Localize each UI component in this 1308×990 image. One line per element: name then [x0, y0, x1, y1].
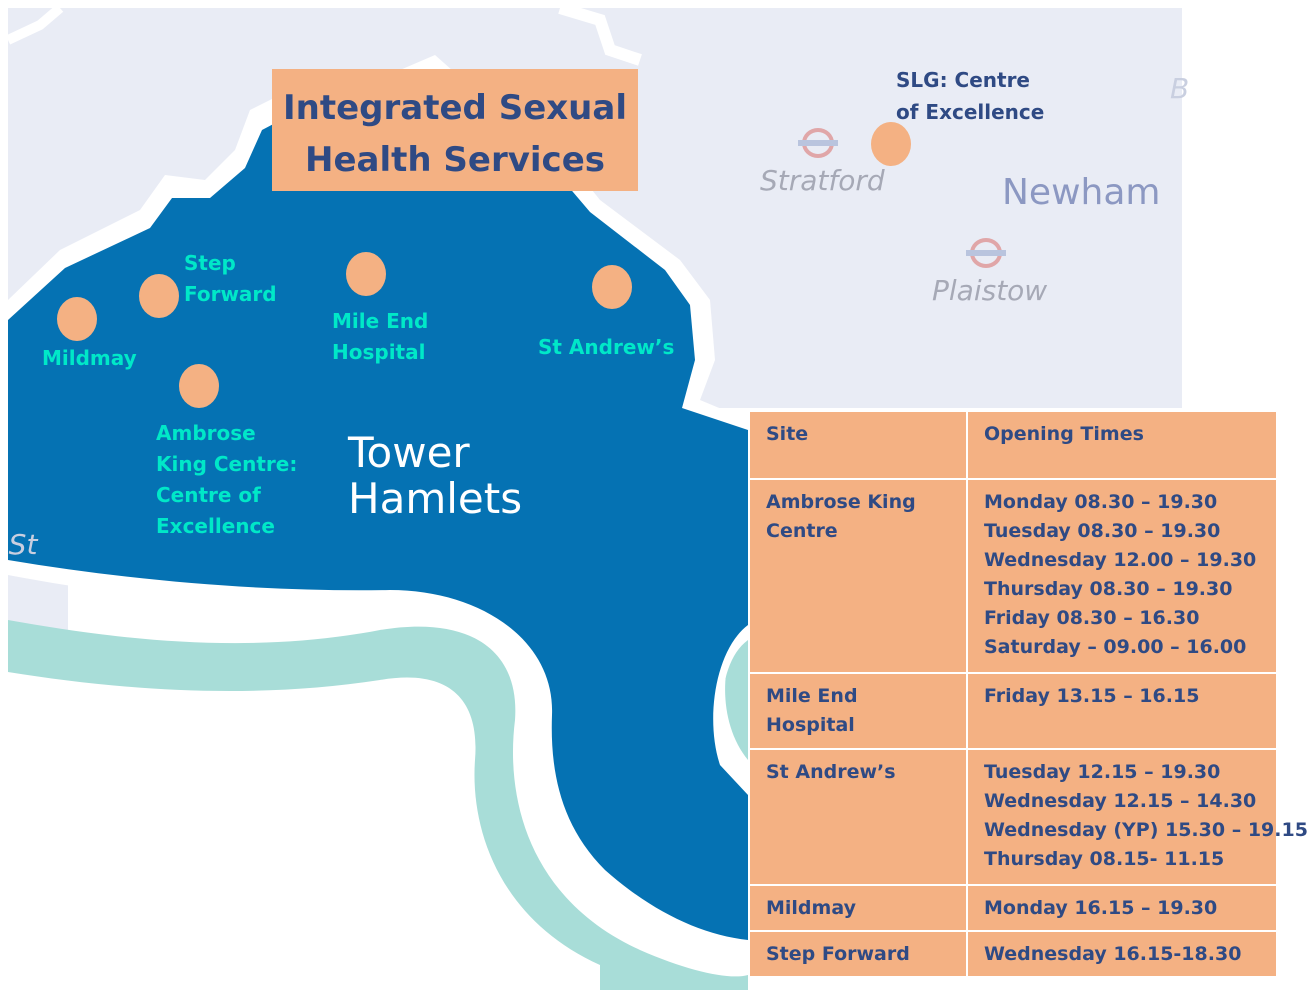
river-thames-inner: [8, 672, 600, 990]
times-cell: Wednesday 16.15-18.30: [966, 930, 1278, 978]
header-opening-times: Opening Times: [966, 410, 1278, 480]
time-line: Tuesday 08.30 – 19.30: [984, 520, 1221, 542]
site-cell: Ambrose King Centre: [748, 478, 968, 674]
left-edge-street-label: l St: [0, 528, 38, 561]
times-cell: Monday 08.30 – 19.30 Tuesday 08.30 – 19.…: [966, 478, 1278, 674]
times-cell: Monday 16.15 – 19.30: [966, 884, 1278, 932]
tower-hamlets-line-1: Tower: [348, 428, 470, 477]
tower-hamlets-area: [8, 72, 748, 940]
label-ambrose-king: Ambrose King Centre: Centre of Excellenc…: [156, 418, 297, 542]
time-line: Wednesday 12.15 – 14.30: [984, 790, 1257, 812]
times-cell: Friday 13.15 – 16.15: [966, 672, 1278, 750]
title-line-2: Health Services: [305, 140, 605, 180]
marker-mile-end[interactable]: [346, 252, 386, 296]
site-cell: Step Forward: [748, 930, 968, 978]
step-forward-line-2: Forward: [184, 282, 277, 306]
tower-hamlets-label: Tower Hamlets: [348, 430, 522, 522]
slg-line-1: SLG: Centre: [896, 68, 1030, 92]
time-line: Saturday – 09.00 – 16.00: [984, 636, 1247, 658]
plaistow-station-label: Plaistow: [932, 274, 1048, 307]
site-line: St Andrew’s: [766, 761, 896, 783]
time-line: Wednesday (YP) 15.30 – 19.15: [984, 819, 1308, 841]
table-row: St Andrew’s Tuesday 12.15 – 19.30 Wednes…: [748, 748, 1308, 886]
label-slg: SLG: Centre of Excellence: [896, 64, 1044, 128]
site-line: Mile End: [766, 685, 858, 707]
time-line: Monday 08.30 – 19.30: [984, 491, 1218, 513]
ambrose-king-line-4: Excellence: [156, 514, 275, 538]
site-line: Hospital: [766, 714, 855, 736]
table-row: Step Forward Wednesday 16.15-18.30: [748, 930, 1278, 978]
step-forward-line-1: Step: [184, 251, 236, 275]
time-line: Thursday 08.30 – 19.30: [984, 578, 1233, 600]
table-row: Ambrose King Centre Monday 08.30 – 19.30…: [748, 478, 1278, 674]
label-step-forward: Step Forward: [184, 248, 277, 310]
header-site: Site: [748, 410, 968, 480]
table-header-row: Site Opening Times: [748, 410, 1278, 480]
stratford-station-label: Stratford: [760, 164, 885, 197]
time-line: Thursday 08.15- 11.15: [984, 848, 1225, 870]
time-line: Friday 13.15 – 16.15: [984, 685, 1200, 707]
marker-slg[interactable]: [871, 122, 911, 166]
site-line: Step Forward: [766, 943, 910, 965]
marker-step-forward[interactable]: [139, 274, 179, 318]
tower-hamlets-line-2: Hamlets: [348, 474, 523, 523]
site-line: Ambrose King: [766, 491, 916, 513]
slg-line-2: of Excellence: [896, 100, 1045, 124]
times-cell: Tuesday 12.15 – 19.30 Wednesday 12.15 – …: [966, 748, 1308, 886]
mile-end-line-1: Mile End: [332, 309, 429, 333]
marker-st-andrews[interactable]: [592, 265, 632, 309]
opening-times-table: Site Opening Times Ambrose King Centre M…: [748, 410, 1308, 978]
title-line-1: Integrated Sexual: [283, 88, 627, 128]
table-row: Mildmay Monday 16.15 – 19.30: [748, 884, 1278, 932]
time-line: Wednesday 12.00 – 19.30: [984, 549, 1257, 571]
map-title: Integrated Sexual Health Services: [272, 69, 638, 191]
label-mile-end: Mile End Hospital: [332, 306, 428, 368]
site-line: Mildmay: [766, 897, 856, 919]
time-line: Wednesday 16.15-18.30: [984, 943, 1242, 965]
mile-end-line-2: Hospital: [332, 340, 426, 364]
site-cell: Mile End Hospital: [748, 672, 968, 750]
map-road: [5, 4, 64, 45]
marker-ambrose-king[interactable]: [179, 364, 219, 408]
site-cell: Mildmay: [748, 884, 968, 932]
site-line: Centre: [766, 520, 838, 542]
site-cell: St Andrew’s: [748, 748, 968, 886]
table-row: Mile End Hospital Friday 13.15 – 16.15: [748, 672, 1278, 750]
plaistow-tube-icon: [966, 238, 1006, 268]
time-line: Monday 16.15 – 19.30: [984, 897, 1218, 919]
newham-label: Newham: [1002, 172, 1161, 213]
right-edge-label: B: [1170, 72, 1190, 105]
time-line: Friday 08.30 – 16.30: [984, 607, 1200, 629]
time-line: Tuesday 12.15 – 19.30: [984, 761, 1221, 783]
label-st-andrews: St Andrew’s: [538, 335, 675, 359]
label-mildmay: Mildmay: [42, 346, 137, 370]
ambrose-king-line-1: Ambrose: [156, 421, 256, 445]
ambrose-king-line-3: Centre of: [156, 483, 261, 507]
map-road: [558, 2, 642, 66]
stratford-tube-icon: [798, 128, 838, 158]
marker-mildmay[interactable]: [57, 297, 97, 341]
ambrose-king-line-2: King Centre:: [156, 452, 298, 476]
